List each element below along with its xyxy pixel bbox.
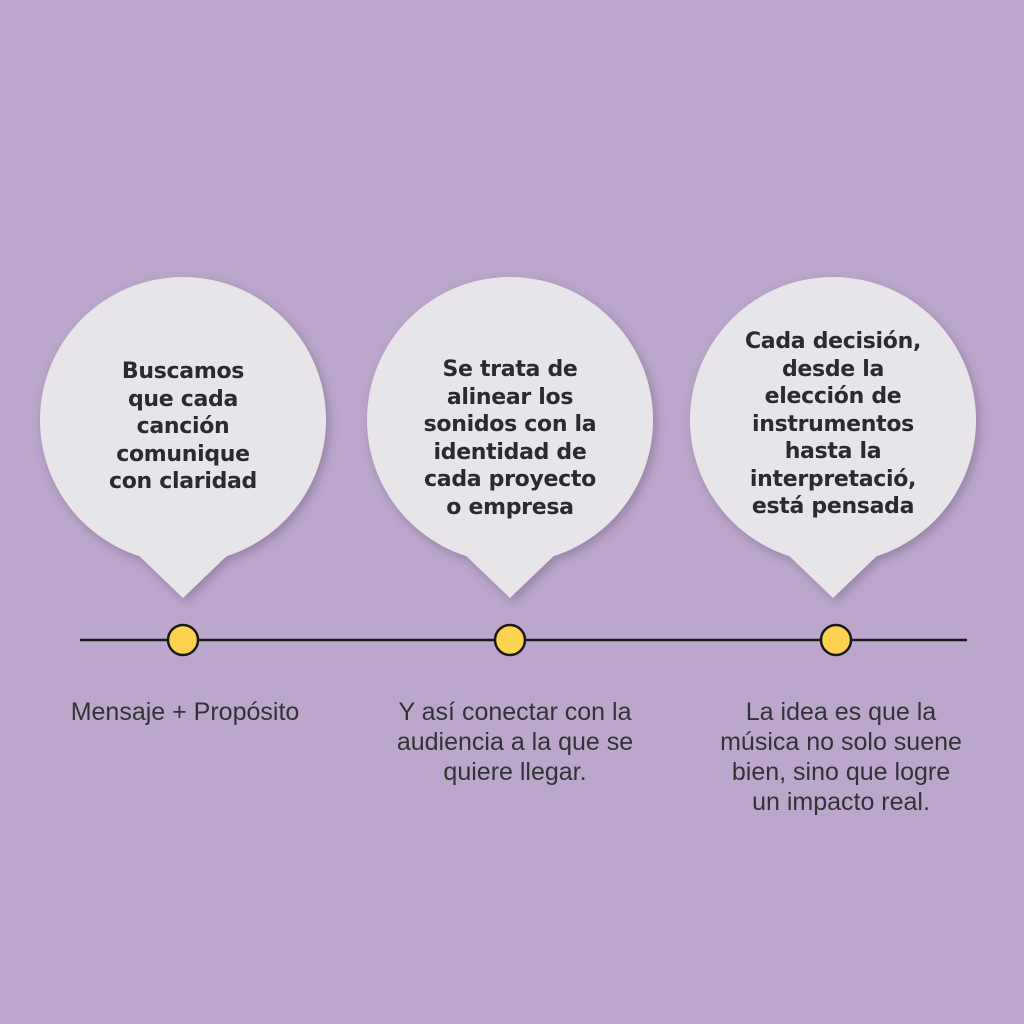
caption-3: La idea es que la música no solo suene b… [720, 698, 962, 816]
bubble-text-3: Cada decisión, desde la elección de inst… [744, 329, 922, 519]
speech-bubble-2 [367, 277, 653, 598]
caption-2: Y así conectar con la audiencia a la que… [396, 698, 634, 786]
speech-bubble-3 [690, 277, 976, 598]
timeline-dot-3 [819, 623, 853, 657]
bubble-text-2: Se trata de alinear los sonidos con la i… [423, 357, 597, 520]
timeline-dot-1 [166, 623, 200, 657]
bubble-text-1: Buscamos que cada canción comunique con … [108, 359, 258, 494]
caption-1: Mensaje + Propósito [70, 698, 300, 726]
speech-bubble-1 [40, 277, 326, 598]
timeline-dot-2 [493, 623, 527, 657]
